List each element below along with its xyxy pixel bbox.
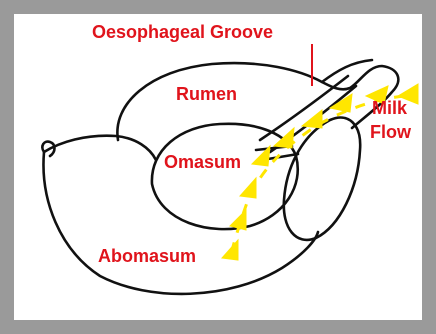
label-abomasum: Abomasum xyxy=(98,246,196,267)
label-flow: Flow xyxy=(370,122,411,143)
label-rumen: Rumen xyxy=(176,84,237,105)
rumen-outline xyxy=(117,60,372,140)
omasum-outline xyxy=(152,124,298,229)
milk-arrow-9 xyxy=(222,240,238,260)
label-omasum: Omasum xyxy=(164,152,241,173)
milk-arrow-4 xyxy=(302,110,322,128)
label-milk: Milk xyxy=(372,98,407,119)
reticulum-outline xyxy=(284,118,360,240)
label-oesophageal-groove: Oesophageal Groove xyxy=(92,22,273,43)
